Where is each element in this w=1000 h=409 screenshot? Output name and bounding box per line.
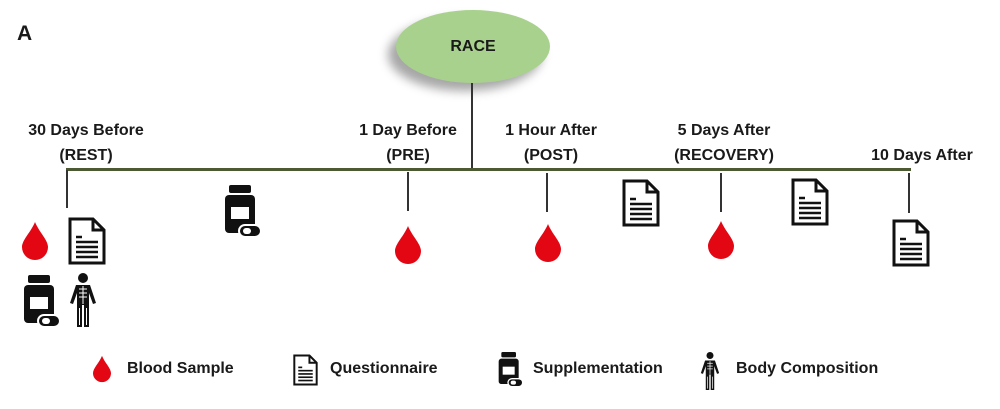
panel-label: A: [17, 22, 33, 45]
legend-questionnaire: Questionnaire: [330, 360, 438, 377]
tick-post: [546, 173, 548, 212]
questionnaire-icon: [892, 219, 930, 267]
race-connector: [471, 83, 473, 169]
race-event-ellipse: RACE: [396, 10, 550, 83]
blood-drop-icon: [708, 221, 734, 259]
legend-questionnaire-icon: [293, 354, 318, 386]
blood-drop-icon: [395, 226, 421, 264]
blood-drop-icon: [535, 224, 561, 262]
questionnaire-icon: [791, 178, 829, 226]
legend-blood-sample: Blood Sample: [127, 360, 234, 377]
questionnaire-icon: [622, 179, 660, 227]
tick-10days: [908, 173, 910, 213]
blood-drop-icon: [22, 222, 48, 260]
legend-supplementation: Supplementation: [533, 360, 663, 377]
legend-supplementation-icon: [497, 352, 523, 388]
tick-recovery: [720, 173, 722, 212]
body-composition-icon: [68, 273, 98, 327]
supplementation-icon: [22, 275, 60, 329]
legend-body-composition-icon: [699, 352, 721, 390]
timeline-axis: [66, 168, 911, 171]
tick-pre: [407, 172, 409, 211]
timepoint-recovery-label: 5 Days After(RECOVERY): [674, 122, 774, 164]
legend-body-composition: Body Composition: [736, 360, 879, 377]
timepoint-pre-label: 1 Day Before(PRE): [359, 122, 457, 164]
timepoint-rest-label: 30 Days Before(REST): [28, 122, 144, 164]
legend-blood-drop-icon: [93, 355, 111, 383]
supplementation-icon: [223, 185, 261, 239]
tick-rest: [66, 170, 68, 208]
questionnaire-icon: [68, 217, 106, 265]
timepoint-post-label: 1 Hour After(POST): [505, 122, 597, 164]
timepoint-10days-label: 10 Days After: [871, 147, 973, 164]
race-label: RACE: [450, 37, 496, 55]
